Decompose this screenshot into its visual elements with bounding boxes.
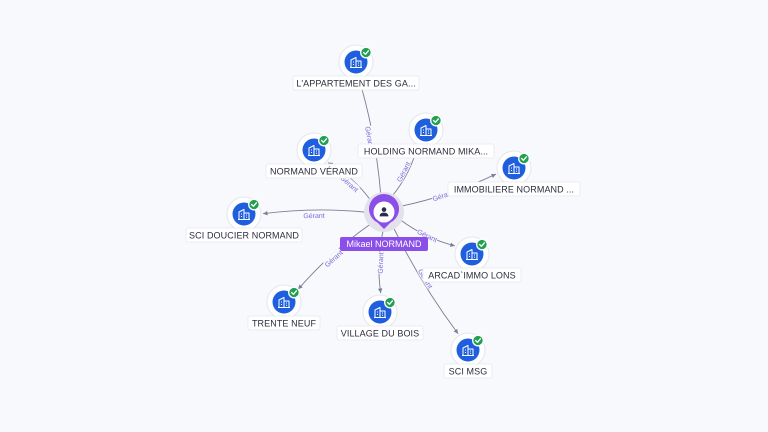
edge-arrow-trente-neuf — [298, 284, 303, 290]
company-label[interactable]: SCI DOUCIER NORMAND — [189, 230, 299, 240]
building-icon — [420, 125, 432, 136]
edge-arrow-immobiliere — [490, 174, 497, 179]
company-label[interactable]: HOLDING NORMAND MIKA... — [364, 146, 488, 156]
building-icon — [508, 163, 520, 174]
svg-text:Gérant: Gérant — [303, 213, 325, 220]
company-node-trente-neuf[interactable]: TRENTE NEUF — [247, 284, 321, 331]
company-node-appartement[interactable]: L'APPARTEMENT DES GA... — [292, 44, 420, 91]
company-label-box — [265, 163, 363, 179]
company-label-box — [422, 267, 522, 283]
building-icon — [238, 209, 250, 220]
edge-arrow-village — [377, 288, 383, 294]
center-label-box — [340, 237, 428, 251]
building-icon — [350, 57, 362, 68]
person-inner-circle — [373, 201, 395, 223]
center-label[interactable]: Mikael NORMAND — [346, 239, 422, 249]
verified-badge-icon — [360, 46, 372, 59]
company-label-box — [357, 143, 495, 159]
verified-badge-icon — [430, 114, 442, 127]
edge-label-sci-doucier: Gérant — [302, 210, 326, 220]
verified-badge-icon — [472, 334, 484, 347]
company-node-sci-doucier[interactable]: SCI DOUCIER NORMAND — [185, 196, 303, 243]
company-label[interactable]: SCI MSG — [449, 366, 488, 376]
verified-badge-icon — [288, 286, 300, 299]
company-label[interactable]: NORMAND VÉRAND — [270, 166, 358, 176]
nodes-layer: L'APPARTEMENT DES GA... HOLDING NORMAND M… — [185, 44, 581, 379]
edge-label-trente-neuf: Gérant — [323, 248, 345, 269]
company-node-immobiliere[interactable]: IMMOBILIERE NORMAND ... — [447, 150, 581, 197]
building-icon — [374, 307, 386, 318]
svg-text:Gérant: Gérant — [363, 126, 374, 148]
company-label-box — [185, 227, 303, 243]
verified-badge-icon — [476, 238, 488, 251]
company-label-box — [336, 325, 424, 341]
company-node-holding[interactable]: HOLDING NORMAND MIKA... — [357, 112, 495, 159]
person-icon — [379, 207, 389, 217]
verified-badge-icon — [384, 296, 396, 309]
company-label-box — [443, 363, 493, 379]
building-icon — [308, 145, 320, 156]
company-node-sci-msg[interactable]: SCI MSG — [443, 332, 493, 379]
svg-text:Gérant: Gérant — [378, 252, 386, 274]
edge-arrow-arcad — [449, 242, 455, 247]
company-label-box — [292, 75, 420, 91]
company-label[interactable]: TRENTE NEUF — [252, 318, 317, 328]
company-node-arcad[interactable]: ARCAD`IMMO LONS — [422, 236, 522, 283]
building-icon — [466, 249, 478, 260]
company-label[interactable]: ARCAD`IMMO LONS — [428, 270, 516, 280]
company-label[interactable]: IMMOBILIERE NORMAND ... — [454, 184, 574, 194]
building-icon — [278, 297, 290, 308]
company-label[interactable]: VILLAGE DU BOIS — [341, 328, 420, 338]
company-label-box — [247, 315, 321, 331]
edge-label-holding: Gérant — [395, 160, 412, 183]
company-label-box — [447, 181, 581, 197]
edge-arrow-sci-msg — [453, 328, 459, 334]
company-node-normand-verand[interactable]: NORMAND VÉRAND — [265, 132, 363, 179]
verified-badge-icon — [518, 152, 530, 165]
company-label[interactable]: L'APPARTEMENT DES GA... — [296, 78, 416, 88]
verified-badge-icon — [248, 198, 260, 211]
edge-sci-doucier — [262, 209, 367, 215]
building-icon — [462, 345, 474, 356]
center-node[interactable]: Mikael NORMAND — [340, 192, 428, 251]
edge-arrow-sci-doucier — [262, 210, 268, 216]
edge-label-appartement: Gérant — [363, 125, 376, 148]
company-node-village[interactable]: VILLAGE DU BOIS — [336, 294, 424, 341]
verified-badge-icon — [318, 134, 330, 147]
edge-label-village: Gérant — [375, 251, 386, 275]
